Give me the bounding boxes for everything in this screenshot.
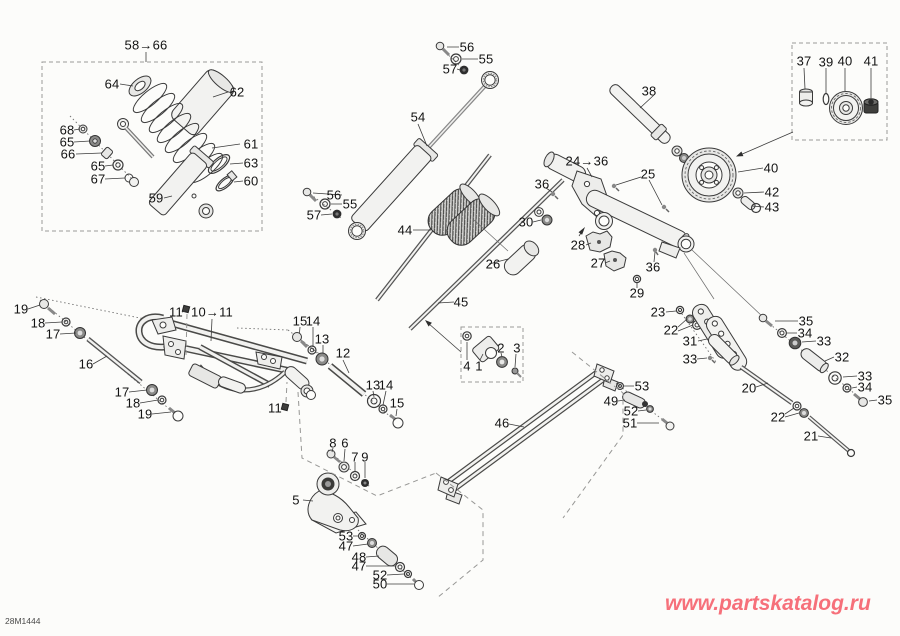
shock-fasteners <box>78 124 139 187</box>
zone-boundaries <box>297 351 624 599</box>
drawing-number: 28M1444 <box>5 616 41 626</box>
bushing-tube-26 <box>503 240 540 276</box>
spring-seat-63 <box>207 154 231 174</box>
rocker-arm-5 <box>307 449 371 534</box>
watermark-url[interactable]: www.partskatalog.ru <box>665 592 871 615</box>
wheel-fasteners-42-43 <box>732 187 762 214</box>
adjuster-clamp-60 <box>215 170 238 192</box>
shock-body-59 <box>117 118 214 219</box>
tie-rod-46 <box>437 363 619 505</box>
nut-41 <box>863 98 879 114</box>
idler-shaft-38 <box>609 84 695 168</box>
detail-box-idler-37-41 <box>736 42 888 157</box>
center-link-12 <box>292 332 404 429</box>
bolt-11-upper <box>181 304 191 314</box>
reservoir-62 <box>171 69 235 136</box>
idler-wheel-40 <box>681 147 737 203</box>
rod-45 <box>408 178 565 331</box>
detail-box-shock-58-66 <box>41 52 263 232</box>
ring-39 <box>822 92 830 106</box>
right-linkage <box>615 303 868 458</box>
torsion-spring-right <box>446 193 501 246</box>
detail-box-clamp-1-4 <box>425 320 524 383</box>
swing-arm <box>35 296 323 412</box>
spring-cap-64 <box>128 75 152 97</box>
lower-link-chain <box>357 529 424 590</box>
stabilizer-rod-16 <box>39 299 184 422</box>
wheel-40-detail <box>829 91 863 125</box>
pivot-arm-24-36 <box>534 151 764 318</box>
center-shock-54 <box>302 41 499 240</box>
bolt-37 <box>799 88 813 107</box>
